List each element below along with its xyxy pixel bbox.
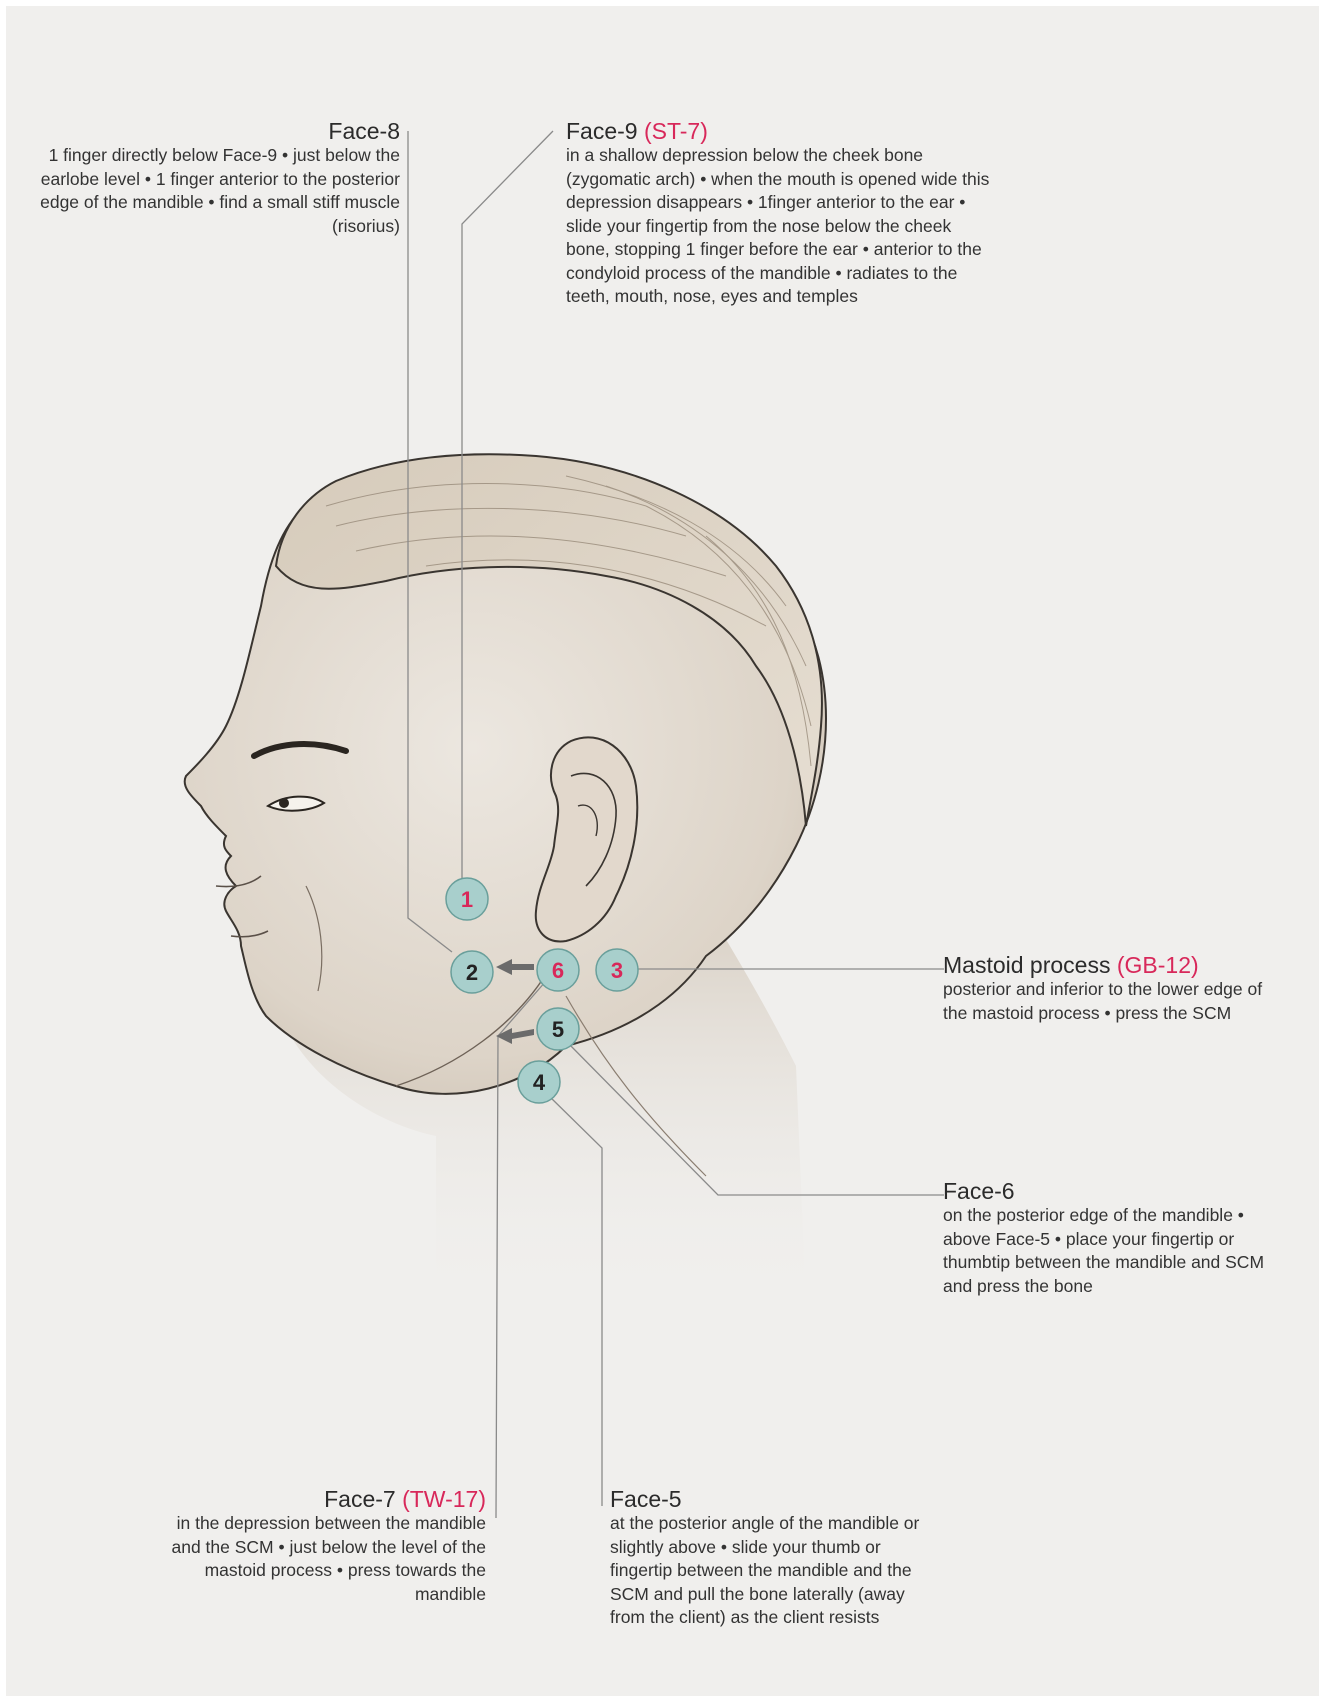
diagram-canvas: 1 2 6 3 5 4 Face-8 1 finger directly below Fa…: [6, 6, 1319, 1696]
annotation-description: 1 finger directly below Face-9 • just be…: [28, 144, 400, 238]
annotation-title: Face-7 (TW-17): [156, 1486, 486, 1512]
annotation-mastoid-process: Mastoid process (GB-12) posterior and in…: [943, 952, 1283, 1025]
title-text: Face-8: [328, 118, 400, 144]
annotation-title: Mastoid process (GB-12): [943, 952, 1283, 978]
annotation-face-5: Face-5 at the posterior angle of the man…: [610, 1486, 940, 1630]
acupoint-marker-6: 6: [537, 949, 579, 991]
title-text: Face-6: [943, 1178, 1015, 1204]
acupoint-marker-4: 4: [518, 1061, 560, 1103]
acupoint-marker-1: 1: [446, 878, 488, 920]
annotation-title: Face-6: [943, 1178, 1283, 1204]
acupoint-marker-label: 6: [552, 958, 564, 983]
acupoint-marker-2: 2: [451, 951, 493, 993]
title-text: Face-5: [610, 1486, 682, 1512]
acupoint-marker-label: 5: [552, 1017, 564, 1042]
annotation-face-8: Face-8 1 finger directly below Face-9 • …: [28, 118, 400, 238]
meridian-code: (ST-7): [644, 118, 708, 144]
annotation-description: in a shallow depression below the cheek …: [566, 144, 991, 309]
annotation-title: Face-9 (ST-7): [566, 118, 991, 144]
acupoint-marker-5: 5: [537, 1008, 579, 1050]
annotation-description: on the posterior edge of the mandible • …: [943, 1204, 1283, 1298]
annotation-face-9: Face-9 (ST-7) in a shallow depression be…: [566, 118, 991, 309]
acupoint-marker-label: 1: [461, 887, 473, 912]
annotation-description: posterior and inferior to the lower edge…: [943, 978, 1283, 1025]
title-text: Mastoid process: [943, 952, 1110, 978]
title-text: Face-9: [566, 118, 638, 144]
annotation-face-7: Face-7 (TW-17) in the depression between…: [156, 1486, 486, 1606]
annotation-description: in the depression between the mandible a…: [156, 1512, 486, 1606]
annotation-face-6: Face-6 on the posterior edge of the mand…: [943, 1178, 1283, 1298]
acupoint-marker-3: 3: [596, 949, 638, 991]
acupoint-marker-label: 4: [533, 1070, 546, 1095]
annotation-title: Face-8: [28, 118, 400, 144]
annotation-title: Face-5: [610, 1486, 940, 1512]
meridian-code: (GB-12): [1117, 952, 1199, 978]
acupoint-marker-label: 2: [466, 960, 478, 985]
annotation-description: at the posterior angle of the mandible o…: [610, 1512, 940, 1630]
acupoint-marker-label: 3: [611, 958, 623, 983]
title-text: Face-7: [324, 1486, 396, 1512]
meridian-code: (TW-17): [402, 1486, 486, 1512]
